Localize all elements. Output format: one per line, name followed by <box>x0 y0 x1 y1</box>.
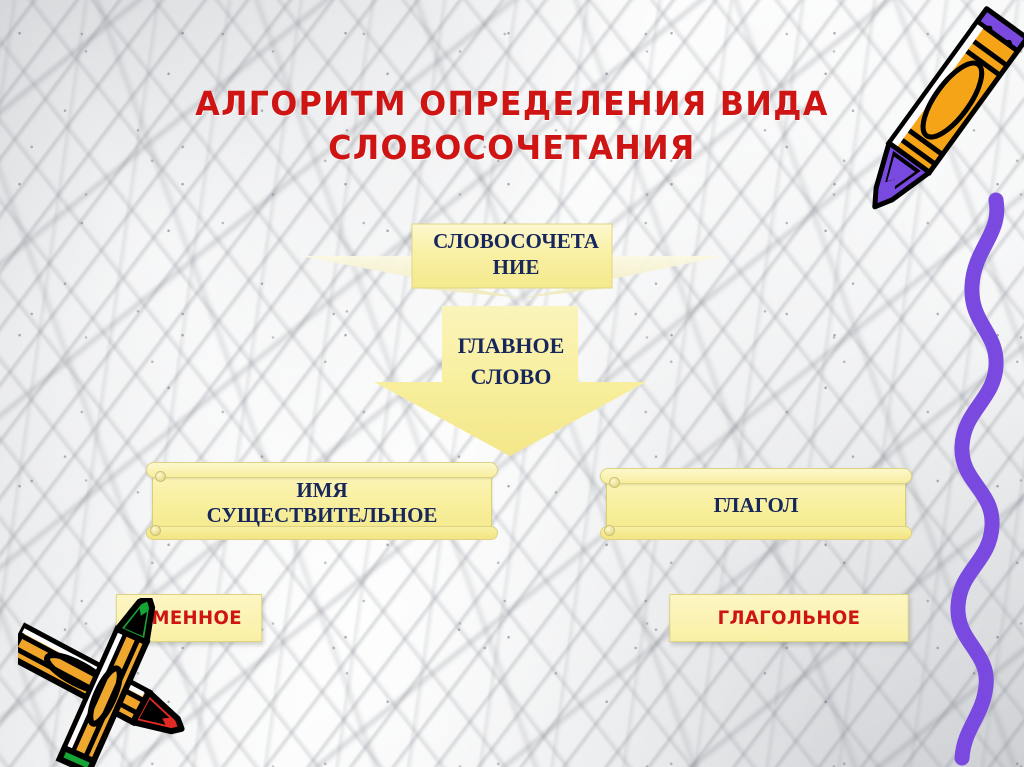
result-box-verbal[interactable]: ГЛАГОЛЬНОЕ <box>669 594 909 642</box>
purple-wavy-line-icon <box>950 192 1005 766</box>
arrow-slovosochetanie-shape <box>300 223 724 298</box>
branch-box-noun[interactable]: ИМЯ СУЩЕСТВИТЕЛЬНОЕ <box>146 462 498 540</box>
arrow-glavnoe-slovo-label: ГЛАВНОЕ СЛОВО <box>457 333 565 390</box>
arrow-slovosochetanie-label: СЛОВОСОЧЕТА НИЕ <box>433 229 599 280</box>
page-title: АЛГОРИТМ ОПРЕДЕЛЕНИЯ ВИДА СЛОВОСОЧЕТАНИЯ <box>195 84 829 168</box>
branch-box-verb[interactable]: ГЛАГОЛ <box>600 468 912 540</box>
plaque-pin-icon <box>604 525 615 536</box>
orange-crayon-purple-tip-icon <box>872 6 1024 210</box>
plaque-body <box>606 475 906 534</box>
plaque-top-roll <box>600 468 912 484</box>
plaque-pin-icon <box>150 525 161 536</box>
plaque-bottom-roll <box>600 526 912 540</box>
branch-box-verb-label: ГЛАГОЛ <box>713 493 799 518</box>
crossed-crayons-icon <box>18 598 185 767</box>
arrow-glavnoe-slovo-shape <box>374 306 646 456</box>
plaque-bottom-roll <box>146 526 498 540</box>
branch-box-noun-label: ИМЯ СУЩЕСТВИТЕЛЬНОЕ <box>206 477 438 527</box>
plaque-pin-icon <box>155 471 166 482</box>
plaque-top-roll <box>146 462 498 478</box>
plaque-pin-icon <box>609 477 620 488</box>
